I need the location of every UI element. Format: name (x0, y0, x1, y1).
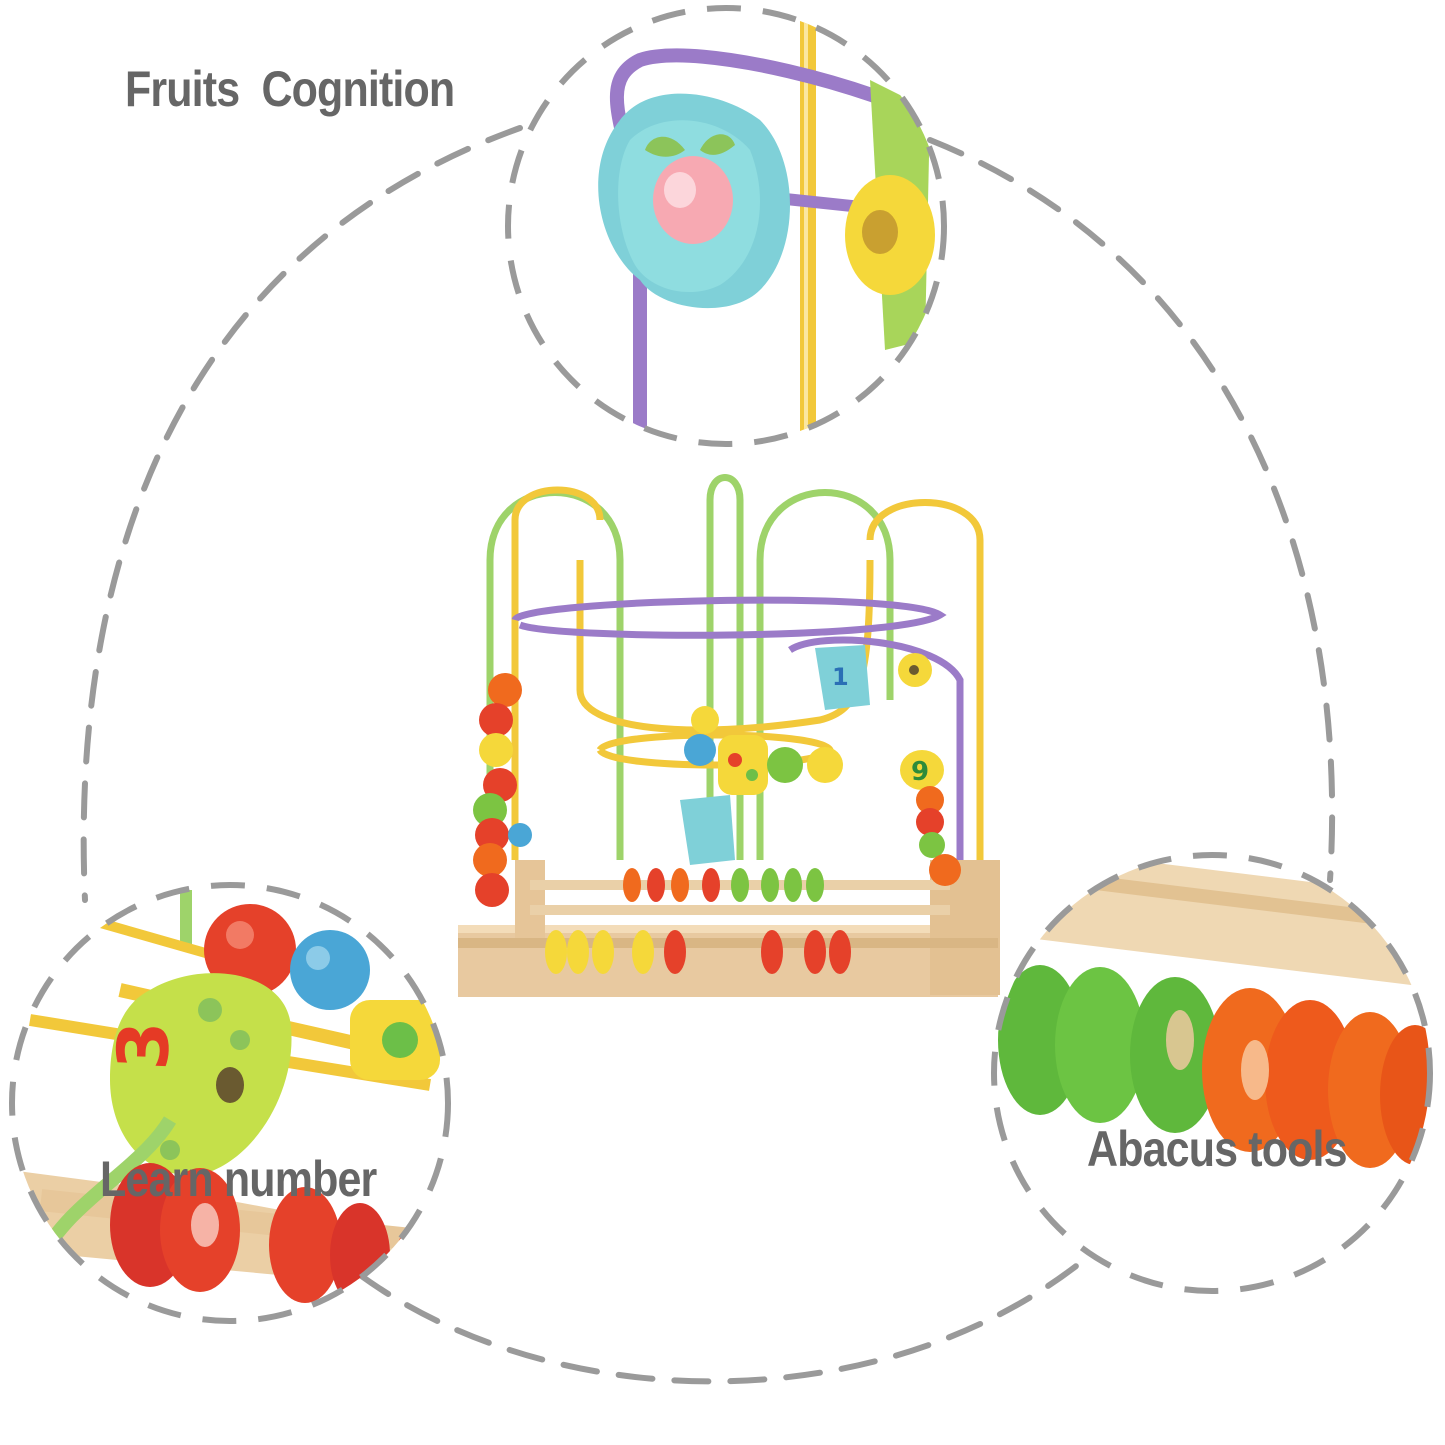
caption-abacus-tools: Abacus tools (1087, 1121, 1348, 1177)
caption-learn-number: Learn number (100, 1151, 377, 1207)
inset-digit: 3 (102, 1020, 186, 1072)
caption-fruits-cognition: Fruits Cognition (125, 61, 455, 117)
bead-number-one: 1 (832, 663, 849, 691)
bead-number-nine: 9 (911, 757, 929, 787)
inset-fruits-cognition (505, 5, 947, 447)
inset-abacus-tools (991, 852, 1433, 1294)
large-dashed-frame (80, 125, 1336, 1385)
bead-maze-toy: 1 9 (458, 474, 1000, 997)
inset-learn-number: 3 (9, 882, 451, 1324)
